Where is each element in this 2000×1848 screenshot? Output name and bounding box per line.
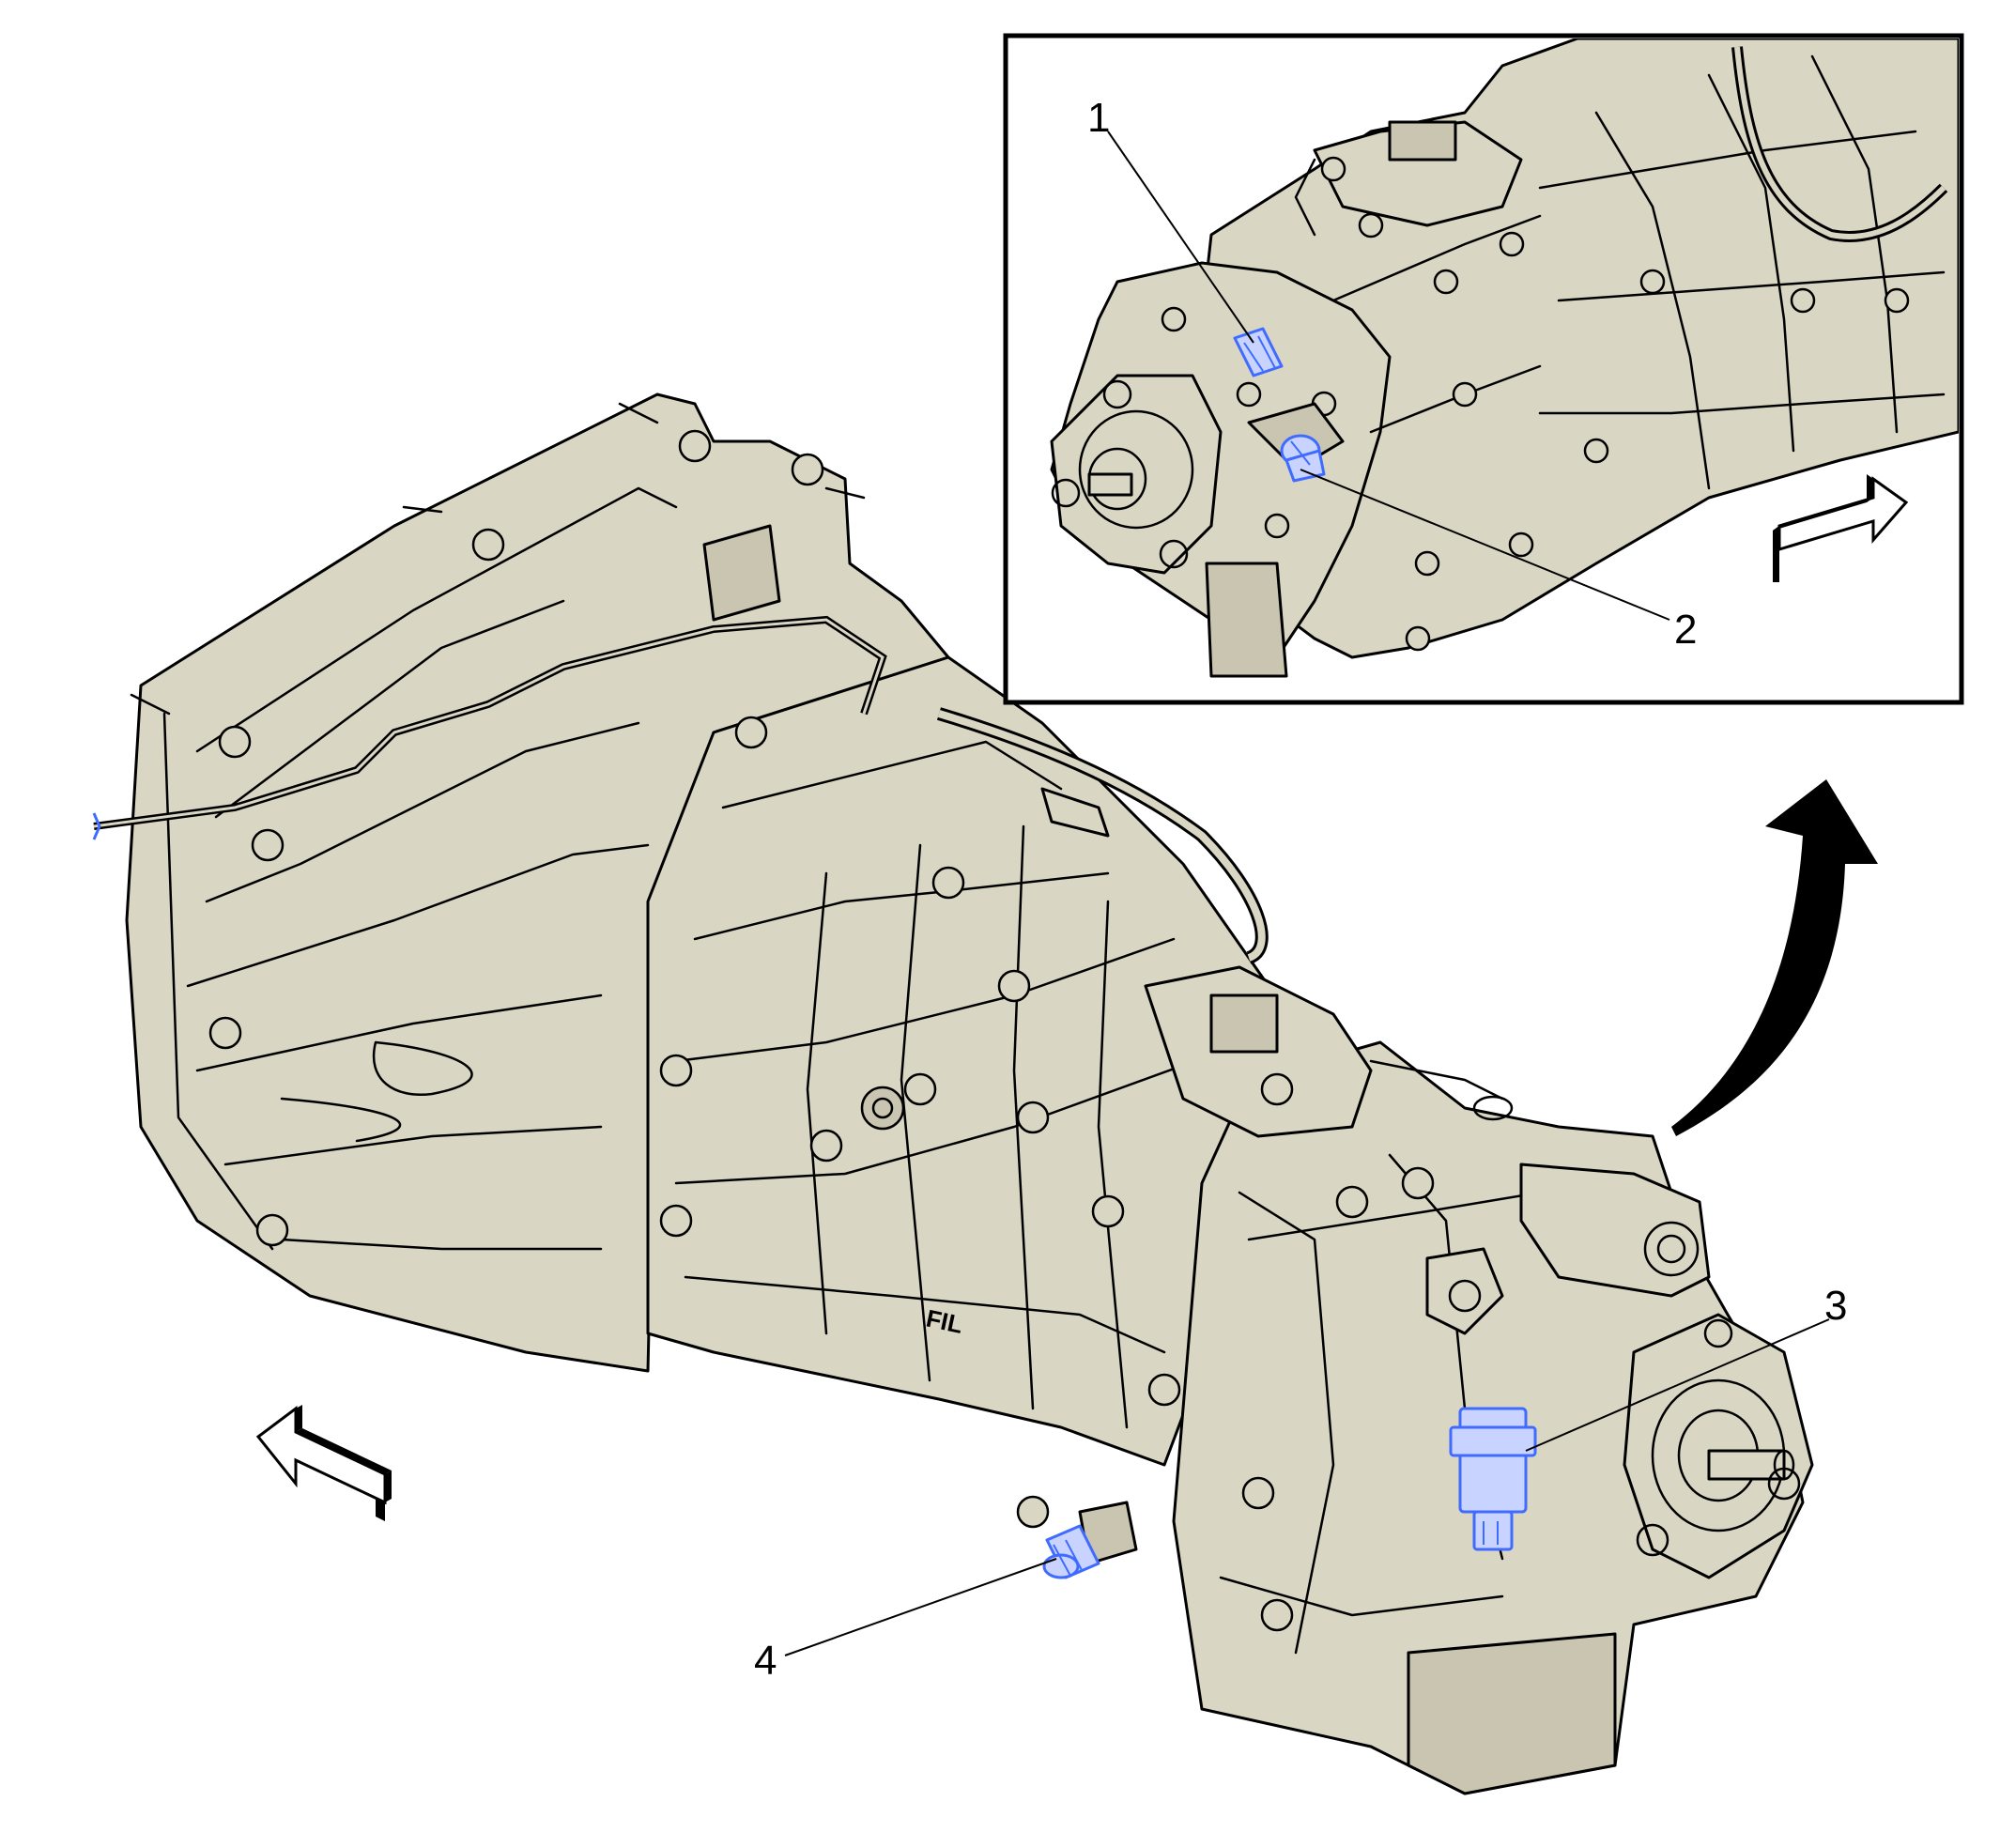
sensor-4 [1042,1501,1138,1579]
top-bracket [702,524,781,622]
inset-detail-view [1003,33,1964,705]
callouts: 1 2 3 4 [754,95,1847,1684]
bellhousing-rib-1 [214,599,565,819]
inset-output-flange [1050,374,1223,575]
bellhousing-inner-edge [162,712,274,1251]
case-vertical-rib-3 [1012,824,1035,1410]
bellhousing-rib-6 [280,1238,603,1251]
bellhousing-rib-5 [223,1125,603,1166]
wire-harness-inner [93,618,885,828]
breather-plug-inner [871,1097,894,1119]
callout-1-label: 1 [1087,95,1110,141]
extension-rib-1 [1238,1191,1335,1655]
case-rib-4 [674,1050,1223,1185]
case-vertical-rib-1 [806,871,828,1335]
extension-lower-skirt [1407,1632,1617,1795]
hose-fitting [1040,787,1110,838]
callout-1-leader [1107,131,1254,344]
callout-3-label: 3 [1824,1283,1847,1329]
case-rib-5 [684,1275,1166,1354]
callout-4-leader [784,1558,1057,1656]
case-vertical-rib-4 [1097,900,1129,1429]
callout-2-label: 2 [1674,607,1697,653]
bellhousing-rib-3 [186,843,650,988]
bellhousing-rib-2 [205,721,640,903]
main-transmission: FIL [92,393,1878,1795]
output-flange [1623,1313,1814,1579]
shift-tower [1144,965,1711,1335]
inset-lower-skirt [1205,562,1288,678]
wire-connector-end [92,812,101,840]
breather-plug [860,1086,905,1131]
bellhousing-lens-rib-2 [280,1097,402,1143]
curved-view-arrow-icon [1671,779,1878,1136]
forward-direction-arrow-icon [255,1405,392,1521]
case-vertical-rib-2 [900,843,931,1382]
bellhousing-rib-4 [195,993,603,1072]
sensor-3 [1449,1407,1537,1551]
case-rib-1 [721,740,1063,809]
bellhousing-studs [130,402,866,716]
callout-4-label: 4 [754,1638,777,1684]
callout-2-leader [1300,469,1670,621]
extension-rib-4 [1219,1576,1504,1617]
case-rib-2 [693,871,1110,941]
bellhousing-lens-rib [372,1040,473,1096]
case-rib-3 [674,937,1176,1063]
inset-forward-direction-arrow-icon [1773,474,1909,582]
sensor-2 [1247,402,1345,483]
vent-hose-inner [937,710,1266,962]
bellhousing-flange-edge [195,486,678,753]
sensor-1 [1233,327,1284,377]
callout-3-leader [1525,1318,1830,1452]
